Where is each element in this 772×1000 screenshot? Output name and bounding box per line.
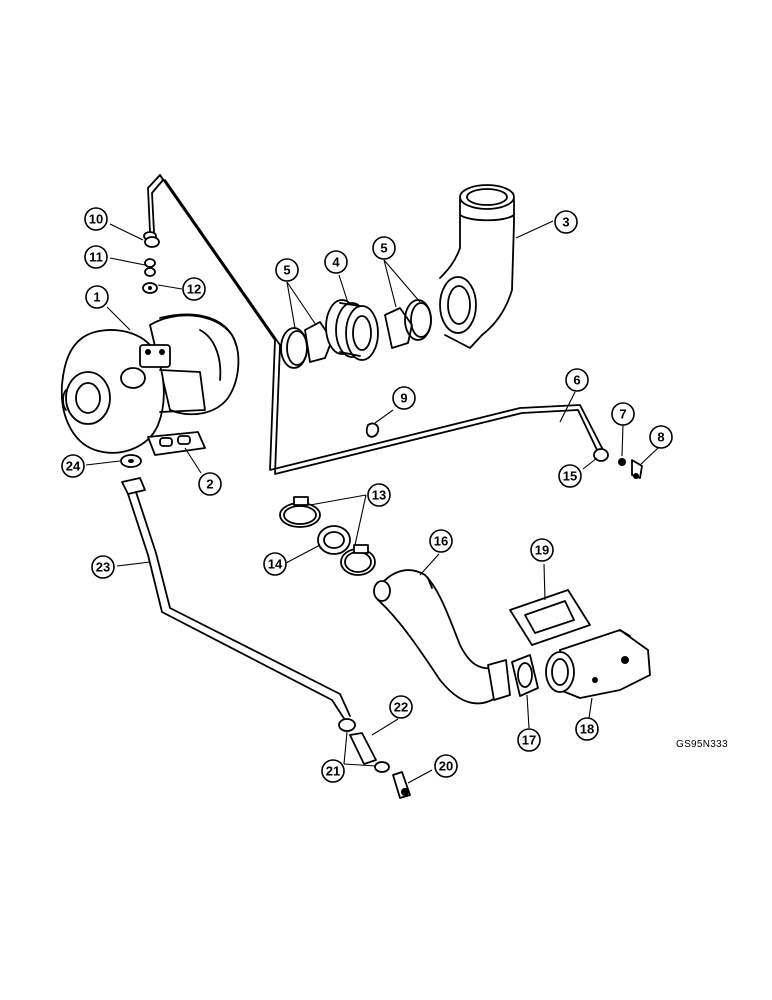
callout-3: 3 bbox=[554, 210, 578, 234]
washers-part bbox=[142, 236, 160, 294]
svg-text:12: 12 bbox=[187, 282, 201, 297]
callout-21: 21 bbox=[321, 759, 345, 783]
leader-lines bbox=[85, 220, 659, 784]
svg-text:17: 17 bbox=[522, 733, 536, 748]
svg-text:14: 14 bbox=[268, 557, 283, 572]
callout-1: 1 bbox=[85, 285, 109, 309]
svg-text:9: 9 bbox=[400, 391, 407, 406]
callout-18: 18 bbox=[575, 717, 599, 741]
svg-text:11: 11 bbox=[89, 250, 103, 265]
figure-reference-code: GS95N333 bbox=[676, 739, 728, 750]
callout-20: 20 bbox=[434, 754, 458, 778]
svg-text:15: 15 bbox=[563, 469, 577, 484]
callout-9: 9 bbox=[392, 386, 416, 410]
callout-24: 24 bbox=[61, 454, 85, 478]
cover-gasket-part bbox=[509, 589, 591, 646]
svg-text:7: 7 bbox=[619, 407, 626, 422]
callout-22: 22 bbox=[389, 695, 413, 719]
svg-text:22: 22 bbox=[394, 700, 408, 715]
svg-text:23: 23 bbox=[96, 560, 110, 575]
svg-text:16: 16 bbox=[434, 534, 448, 549]
hose-clamps-part bbox=[279, 496, 376, 576]
callout-16: 16 bbox=[429, 529, 453, 553]
aftercooler-cover-part bbox=[545, 629, 651, 699]
elbow-gasket-part bbox=[511, 654, 539, 697]
line-fittings-part bbox=[593, 448, 643, 479]
callout-12: 12 bbox=[182, 277, 206, 301]
svg-text:5: 5 bbox=[283, 263, 290, 278]
callout-13: 13 bbox=[367, 483, 391, 507]
svg-text:8: 8 bbox=[657, 430, 664, 445]
svg-text:5: 5 bbox=[380, 241, 387, 256]
turbo-mounting-gasket-part bbox=[147, 431, 206, 456]
svg-text:2: 2 bbox=[206, 477, 213, 492]
callout-19: 19 bbox=[530, 538, 554, 562]
intake-tube-part bbox=[373, 569, 511, 705]
snap-rings-right-part bbox=[384, 299, 432, 349]
callout-17: 17 bbox=[517, 728, 541, 752]
callout-23: 23 bbox=[91, 555, 115, 579]
drain-gasket-part bbox=[120, 454, 142, 468]
callout-7: 7 bbox=[611, 402, 635, 426]
svg-text:19: 19 bbox=[535, 543, 549, 558]
callout-11: 11 bbox=[84, 245, 108, 269]
svg-text:21: 21 bbox=[326, 764, 340, 779]
svg-text:18: 18 bbox=[580, 722, 594, 737]
callout-10: 10 bbox=[84, 207, 108, 231]
intake-elbow-part bbox=[439, 184, 515, 349]
callout-14: 14 bbox=[263, 552, 287, 576]
turbocharger-part bbox=[60, 313, 240, 454]
svg-text:4: 4 bbox=[332, 255, 340, 270]
svg-text:1: 1 bbox=[93, 290, 100, 305]
drain-connector-parts bbox=[338, 718, 411, 799]
callout-6: 6 bbox=[565, 368, 589, 392]
svg-text:20: 20 bbox=[439, 759, 453, 774]
callout-5-left: 5 bbox=[275, 258, 299, 282]
line-clip-part bbox=[365, 422, 380, 438]
svg-text:13: 13 bbox=[372, 488, 386, 503]
svg-text:10: 10 bbox=[89, 212, 103, 227]
coupling-sleeve-part bbox=[325, 299, 379, 361]
callout-4: 4 bbox=[324, 250, 348, 274]
callout-5-right: 5 bbox=[372, 236, 396, 260]
callout-8: 8 bbox=[649, 425, 673, 449]
callout-2: 2 bbox=[198, 472, 222, 496]
svg-text:6: 6 bbox=[573, 373, 580, 388]
svg-text:3: 3 bbox=[562, 215, 569, 230]
svg-text:24: 24 bbox=[66, 459, 81, 474]
oil-drain-tube-part bbox=[121, 477, 351, 721]
snap-rings-left-part bbox=[280, 321, 333, 369]
callout-15: 15 bbox=[558, 464, 582, 488]
